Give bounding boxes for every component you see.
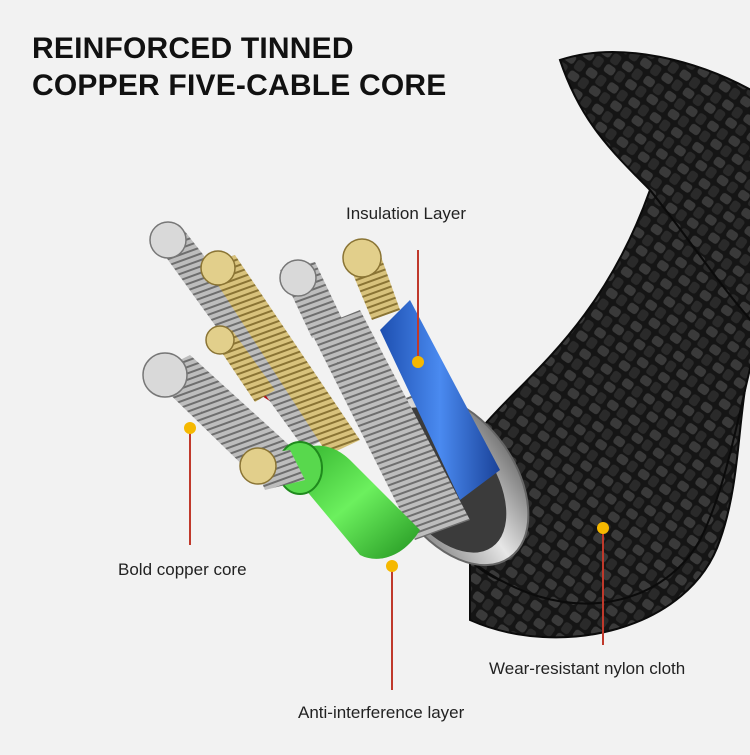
green-wire: [239, 441, 420, 559]
gold-core-upper: [200, 250, 360, 455]
callout-insulation: [412, 250, 424, 368]
title-line-2: COPPER FIVE-CABLE CORE: [32, 69, 447, 102]
callout-anti: [386, 560, 398, 690]
nylon-braid-jacket: [468, 51, 750, 639]
callout-copper: [184, 422, 196, 545]
blue-wire: [342, 238, 500, 500]
gold-core-small: [205, 325, 275, 402]
label-bold-copper-core: Bold copper core: [118, 560, 247, 579]
title-line-1: REINFORCED TINNED: [32, 32, 354, 65]
silver-core-center: [279, 259, 470, 540]
callout-nylon: [597, 522, 609, 645]
label-nylon-cloth: Wear-resistant nylon cloth: [489, 659, 686, 678]
label-insulation-layer: Insulation Layer: [346, 204, 467, 223]
label-anti-interference: Anti-interference layer: [298, 703, 465, 722]
page-title: REINFORCED TINNED COPPER FIVE-CABLE CORE: [32, 30, 446, 104]
